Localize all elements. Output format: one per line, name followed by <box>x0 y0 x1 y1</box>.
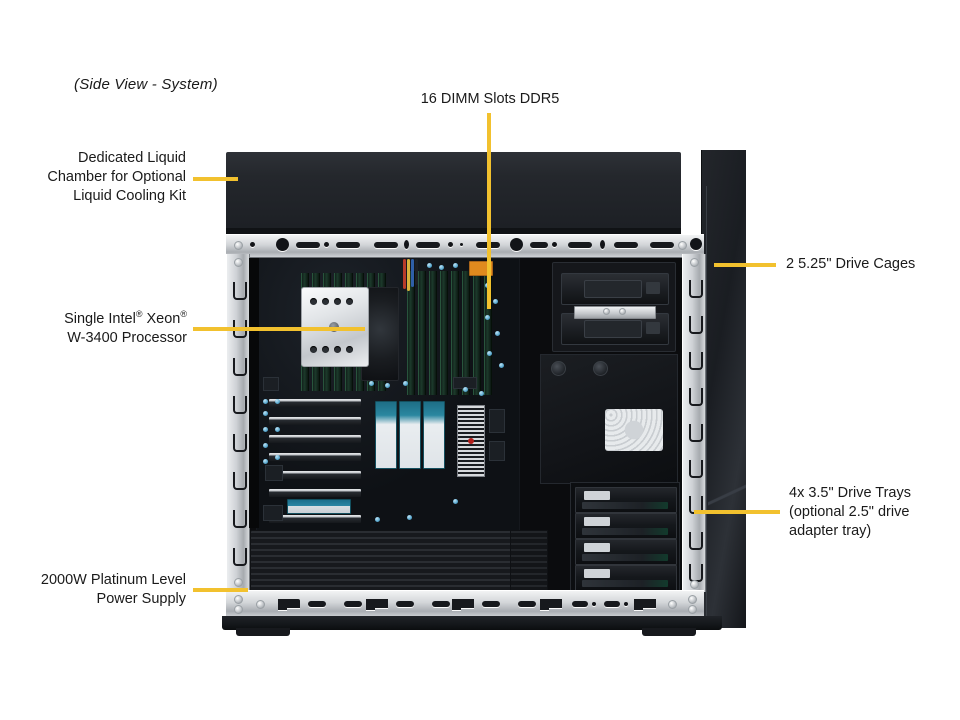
drive-cage-assembly <box>552 262 676 352</box>
left-cable-channel <box>249 258 259 528</box>
callout-dimm-slots: 16 DIMM Slots DDR5 <box>380 90 600 109</box>
callout-liquid-chamber-line2: Chamber for Optional <box>47 169 186 185</box>
callout-cpu-line2: W-3400 Processor <box>67 330 187 346</box>
m2-module <box>423 401 445 469</box>
leader-line-cpu <box>193 327 365 331</box>
left-chassis-rail <box>226 254 250 592</box>
leader-line-drive-cages <box>714 263 776 267</box>
drive-cage-bracket <box>574 306 656 319</box>
chassis-foot <box>642 628 696 636</box>
power-supply-shroud <box>250 530 542 592</box>
callout-drive-cages: 2 5.25" Drive Cages <box>786 255 956 274</box>
registered-mark-icon: ® <box>135 309 143 320</box>
drive-tray-cage <box>570 482 680 592</box>
m2-module <box>375 401 397 469</box>
callout-power-supply-line1: 2000W Platinum Level <box>40 572 186 588</box>
callout-cpu-intel: Single Intel <box>64 311 136 327</box>
leader-line-dimm-slots <box>487 113 491 309</box>
motherboard <box>256 258 520 532</box>
pcie-slot <box>269 489 361 497</box>
callout-drive-trays-line1: 4x 3.5" Drive Trays <box>789 485 911 501</box>
pcie-slot <box>269 417 361 425</box>
drive-cage-bay <box>561 273 669 305</box>
pcie-slot <box>269 435 361 443</box>
callout-drive-trays-line3: adapter tray) <box>789 523 872 539</box>
leader-line-drive-trays <box>694 510 780 514</box>
m2-ssd-blue <box>287 499 351 514</box>
callout-drive-trays: 4x 3.5" Drive Trays (optional 2.5" drive… <box>789 484 959 541</box>
liquid-cooling-chamber-cover <box>226 152 681 234</box>
callout-cpu-line1: Single Intel® Xeon® <box>20 310 187 329</box>
view-caption: (Side View - System) <box>74 76 218 93</box>
bottom-chassis-rail <box>226 590 704 618</box>
callout-liquid-chamber-line3: Liquid Cooling Kit <box>73 188 186 204</box>
leader-line-liquid-chamber <box>193 177 238 181</box>
callout-power-supply-line2: Power Supply <box>96 591 186 607</box>
fan-vent-grille <box>605 409 663 451</box>
callout-liquid-chamber: Dedicated Liquid Chamber for Optional Li… <box>14 149 186 206</box>
callout-power-supply: 2000W Platinum Level Power Supply <box>10 571 186 609</box>
chassis-base <box>222 616 722 630</box>
chipset-heatsink <box>457 405 485 477</box>
pcie-slot <box>269 399 361 407</box>
callout-drive-trays-line2: (optional 2.5" drive <box>789 504 910 520</box>
pcie-slot <box>269 471 361 479</box>
bezel-seam <box>706 186 707 616</box>
callout-dimm-slots-line1: 16 DIMM Slots DDR5 <box>420 91 560 107</box>
bezel-diagonal-accent <box>708 450 746 540</box>
chassis-foot <box>236 628 290 636</box>
leader-line-power-supply <box>193 588 248 592</box>
top-chassis-rail <box>226 234 704 258</box>
drive-tray <box>575 565 677 591</box>
m2-module <box>399 401 421 469</box>
internal-mid-panel <box>540 354 678 484</box>
drive-tray <box>575 487 677 513</box>
callout-cpu-xeon: Xeon <box>142 311 181 327</box>
power-supply-end-cap <box>510 530 548 592</box>
callout-drive-cages-line1: 2 5.25" Drive Cages <box>786 256 916 272</box>
drive-tray <box>575 539 677 565</box>
pcie-slot <box>269 515 361 523</box>
callout-cpu: Single Intel® Xeon® W-3400 Processor <box>20 310 187 348</box>
drive-tray <box>575 513 677 539</box>
pcie-slot <box>269 453 361 461</box>
callout-liquid-chamber-line1: Dedicated Liquid <box>77 150 186 166</box>
front-bezel <box>701 150 746 628</box>
right-chassis-rail <box>682 254 706 592</box>
server-chassis-photo <box>222 150 746 640</box>
registered-mark-icon: ® <box>180 309 187 320</box>
